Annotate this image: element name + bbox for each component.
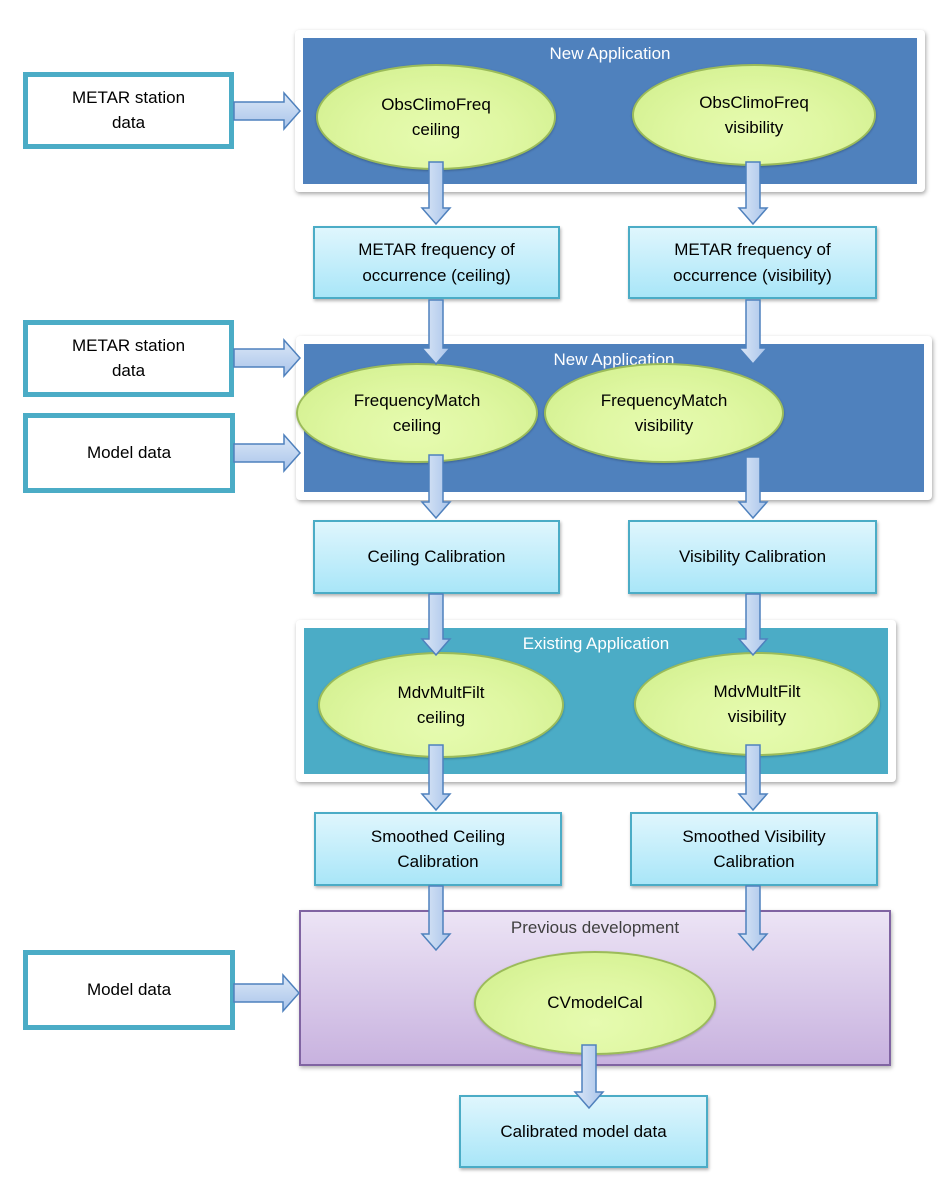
output-calibrated-model-data[interactable]: Calibrated model data <box>459 1095 708 1168</box>
input-metar-station-data-1[interactable]: METAR station data <box>23 72 234 149</box>
process-cvmodelcal[interactable]: CVmodelCal <box>474 951 716 1055</box>
process-frequencymatch-ceiling[interactable]: FrequencyMatch ceiling <box>296 363 538 463</box>
output-metar-frequency-visibility[interactable]: METAR frequency of occurrence (visibilit… <box>628 226 877 299</box>
process-frequencymatch-visibility[interactable]: FrequencyMatch visibility <box>544 363 784 463</box>
output-visibility-calibration[interactable]: Visibility Calibration <box>628 520 877 594</box>
output-smoothed-visibility-calibration[interactable]: Smoothed Visibility Calibration <box>630 812 878 886</box>
output-metar-frequency-ceiling[interactable]: METAR frequency of occurrence (ceiling) <box>313 226 560 299</box>
process-obsclimofreq-visibility[interactable]: ObsClimoFreq visibility <box>632 64 876 166</box>
input-model-data-2[interactable]: Model data <box>23 950 235 1030</box>
arrow-model-to-frequencymatch <box>233 433 302 473</box>
output-smoothed-ceiling-calibration[interactable]: Smoothed Ceiling Calibration <box>314 812 562 886</box>
arrow-model-to-cvmodelcal <box>233 973 301 1013</box>
process-obsclimofreq-ceiling[interactable]: ObsClimoFreq ceiling <box>316 64 556 170</box>
panel-title: New Application <box>549 44 671 63</box>
arrow-metar-to-frequencymatch <box>233 338 302 378</box>
panel-title: Existing Application <box>522 634 670 653</box>
panel-title: Previous development <box>510 918 680 937</box>
input-model-data-1[interactable]: Model data <box>23 413 235 493</box>
arrow-metar-to-obsclimofreq <box>233 91 302 131</box>
output-ceiling-calibration[interactable]: Ceiling Calibration <box>313 520 560 594</box>
process-mdvmultfilt-visibility[interactable]: MdvMultFilt visibility <box>634 652 880 756</box>
process-mdvmultfilt-ceiling[interactable]: MdvMultFilt ceiling <box>318 652 564 758</box>
input-metar-station-data-2[interactable]: METAR station data <box>23 320 234 397</box>
